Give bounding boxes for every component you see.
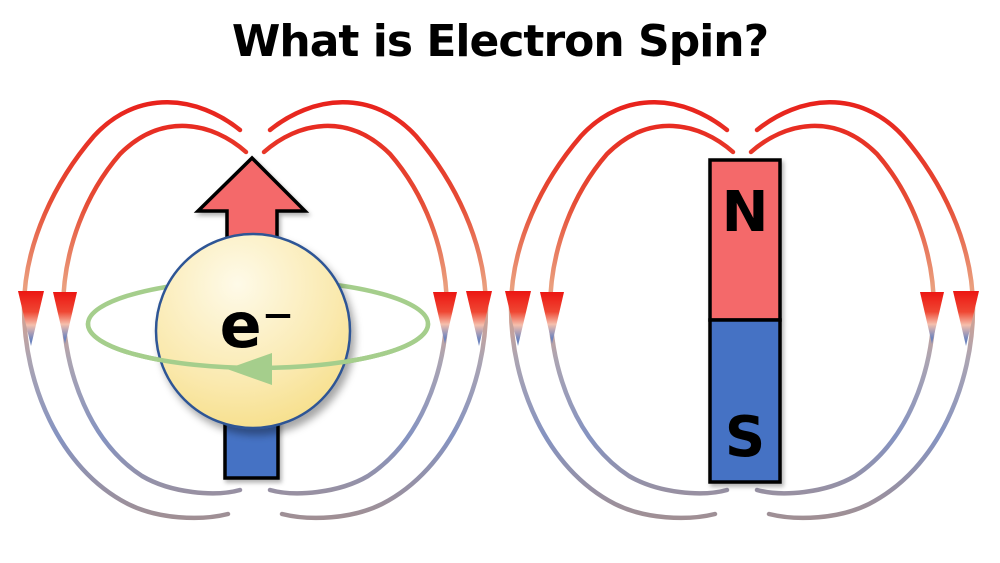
magnet-south-pole bbox=[708, 318, 782, 484]
south-pole-label: S bbox=[725, 405, 765, 470]
bar-magnet-diagram: N S bbox=[505, 102, 979, 518]
spin-rotation-arrowhead-icon bbox=[227, 353, 272, 385]
page-title: What is Electron Spin? bbox=[231, 16, 769, 67]
electron-spin-diagram: e⁻ bbox=[18, 102, 492, 518]
bar-magnet bbox=[708, 158, 782, 484]
magnet-north-pole bbox=[708, 158, 782, 322]
electron-label: e⁻ bbox=[220, 289, 295, 362]
electron-sphere bbox=[154, 232, 352, 430]
north-pole-label: N bbox=[722, 180, 769, 245]
